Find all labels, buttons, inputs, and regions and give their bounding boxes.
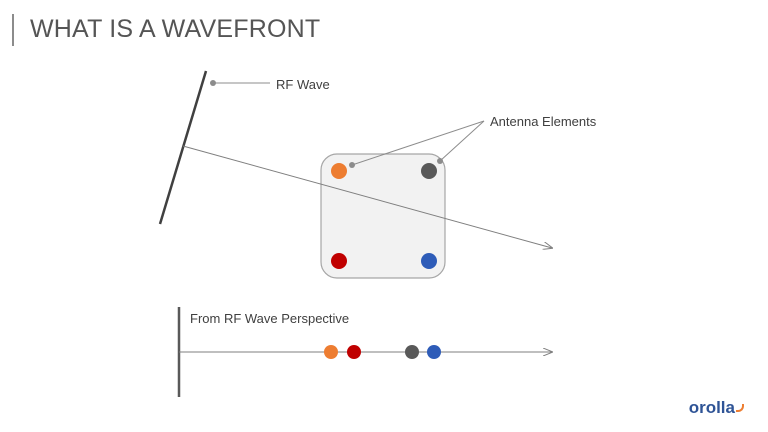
antenna-callout-dot-left: [349, 162, 355, 168]
logo-text: orolla: [688, 398, 735, 417]
perspective-label: From RF Wave Perspective: [190, 311, 349, 326]
logo-mark-icon: [736, 404, 744, 412]
antenna-elements-label: Antenna Elements: [490, 114, 597, 129]
perspective-element-orange: [324, 345, 338, 359]
wavefront-line: [158, 70, 208, 225]
perspective-element-red: [347, 345, 361, 359]
rf-wave-callout-dot: [210, 80, 216, 86]
antenna-callout-line-left: [351, 120, 485, 166]
antenna-elements: [331, 163, 437, 269]
propagation-arrow: [182, 145, 552, 248]
antenna-element-top-left: [331, 163, 347, 179]
rf-wave-label: RF Wave: [276, 77, 330, 92]
antenna-element-top-right: [421, 163, 437, 179]
slide-title: WHAT IS A WAVEFRONT: [30, 15, 321, 43]
perspective-element-blue: [427, 345, 441, 359]
antenna-callout-dot-right: [437, 158, 443, 164]
title-accent-bar: [12, 14, 14, 46]
perspective-elements: [324, 345, 441, 359]
antenna-panel: [320, 153, 446, 279]
antenna-callout-line-right: [439, 120, 485, 162]
antenna-element-bottom-left: [331, 253, 347, 269]
orolla-logo: orolla: [689, 398, 744, 418]
perspective-element-gray: [405, 345, 419, 359]
antenna-element-bottom-right: [421, 253, 437, 269]
